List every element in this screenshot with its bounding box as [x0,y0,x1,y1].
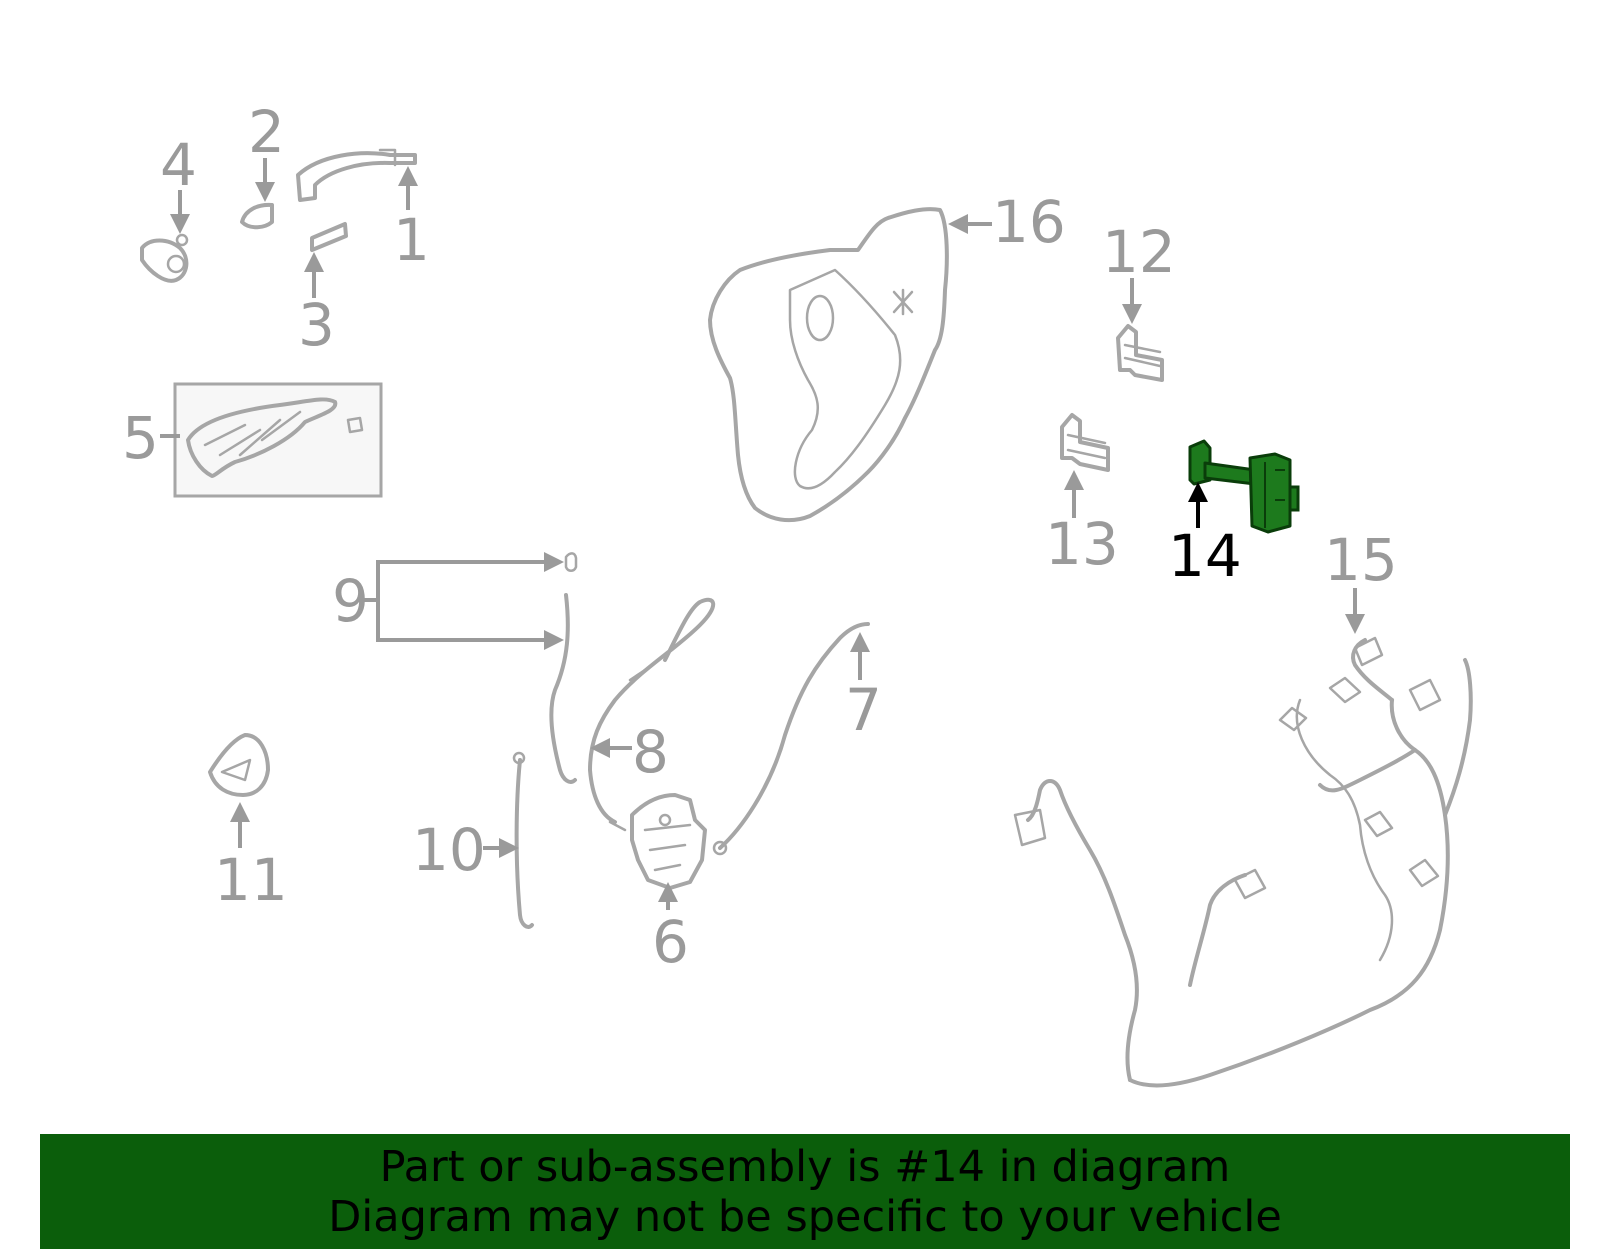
part-2-gasket[interactable] [240,202,274,230]
callout-2[interactable]: 2 [248,98,285,166]
callout-5[interactable]: 5 [122,404,159,472]
callout-9[interactable]: 9 [332,567,369,635]
part-5-handle-frame[interactable] [173,382,383,498]
part-9-rods[interactable] [549,552,578,784]
part-10-rod[interactable] [512,751,534,929]
leader-lines [160,158,1365,910]
callout-10[interactable]: 10 [412,816,486,884]
banner-line-part: Part or sub-assembly is #14 in diagram [379,1141,1231,1192]
part-15-wiring-harness[interactable] [1013,636,1473,1088]
callout-11[interactable]: 11 [214,846,288,914]
callout-15[interactable]: 15 [1324,526,1398,594]
part-7-cable[interactable] [712,622,870,856]
callout-16[interactable]: 16 [992,188,1066,256]
part-4-lock-cylinder[interactable] [140,233,189,283]
callout-4[interactable]: 4 [160,131,197,199]
callout-12[interactable]: 12 [1102,218,1176,286]
part-13-lower-hinge[interactable] [1060,413,1110,472]
callout-7[interactable]: 7 [845,676,882,744]
callout-8[interactable]: 8 [632,718,669,786]
info-banner: Part or sub-assembly is #14 in diagram D… [40,1134,1570,1249]
callout-14[interactable]: 14 [1168,522,1242,590]
part-11-striker[interactable] [208,733,270,797]
banner-line-disclaimer: Diagram may not be specific to your vehi… [328,1191,1282,1242]
part-3-gasket[interactable] [310,222,348,252]
part-8-cable[interactable] [588,597,716,832]
callout-3[interactable]: 3 [298,291,335,359]
part-14-door-check[interactable] [1188,439,1300,534]
callout-1[interactable]: 1 [393,206,430,274]
part-6-latch[interactable] [630,793,707,890]
callout-labels: 1 2 3 4 5 6 7 8 9 10 11 12 13 14 15 16 [122,98,1398,976]
callout-6[interactable]: 6 [652,908,689,976]
part-12-upper-hinge[interactable] [1116,324,1164,382]
callout-13[interactable]: 13 [1045,510,1119,578]
part-1-outside-handle[interactable] [296,148,417,202]
part-16-door-panel[interactable] [708,207,949,523]
